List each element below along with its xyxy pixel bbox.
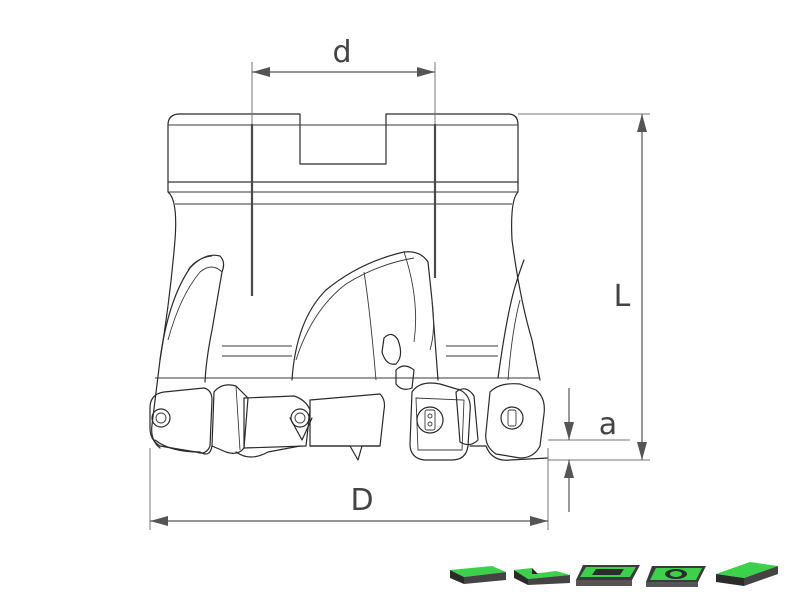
dimension-big-d-label: D bbox=[350, 483, 373, 518]
insert-second bbox=[211, 384, 249, 454]
dimension-big-d: D bbox=[149, 448, 549, 530]
insert-icons bbox=[450, 562, 778, 587]
insert-left bbox=[149, 387, 213, 454]
left-flute bbox=[159, 254, 225, 383]
center-flute bbox=[291, 251, 439, 381]
inserts bbox=[149, 382, 545, 461]
cutter-body bbox=[151, 113, 549, 461]
dimension-l: L bbox=[518, 113, 650, 461]
top-flange bbox=[167, 113, 519, 183]
insert-center bbox=[409, 382, 471, 461]
insert-icon-5 bbox=[716, 562, 778, 586]
dimension-d: d bbox=[251, 35, 436, 124]
dimension-a: a bbox=[548, 388, 630, 512]
insert-right bbox=[455, 383, 545, 459]
insert-icon-1 bbox=[450, 566, 506, 584]
insert-icon-3 bbox=[576, 565, 640, 586]
dimension-a-label: a bbox=[599, 407, 617, 442]
dimension-l-label: L bbox=[614, 279, 631, 314]
insert-fourth bbox=[309, 393, 386, 447]
insert-icon-2 bbox=[514, 568, 570, 585]
dimension-d-label: d bbox=[332, 35, 351, 70]
insert-icon-4 bbox=[646, 566, 706, 587]
insert-third bbox=[243, 395, 313, 449]
